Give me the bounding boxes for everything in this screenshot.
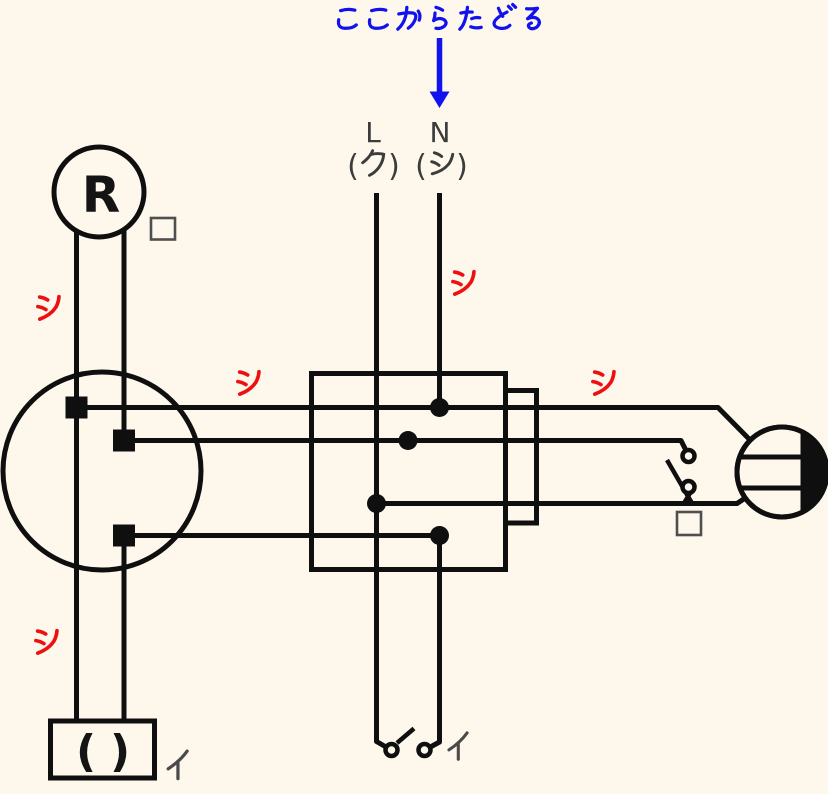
wire-dot4-to-switch-i — [428, 535, 442, 750]
l-kana-close-paren: ) — [388, 149, 400, 184]
junction-dots — [367, 398, 449, 545]
label-ro-lamp — [149, 216, 177, 241]
lamp-receptacle-letter: R — [82, 166, 121, 224]
wire-neutral-to-outlet — [76, 405, 755, 445]
n-kana-close-paren: ) — [456, 149, 468, 184]
outlet-symbol — [734, 424, 828, 520]
arrow-down-icon — [429, 38, 450, 108]
connection-dot — [430, 526, 449, 545]
label-ro-switch — [675, 510, 703, 537]
source-labels: L N ( ) ( ) — [347, 116, 468, 184]
l-kana-open-paren: ( — [347, 149, 359, 184]
switch-ro-symbol — [665, 447, 697, 507]
switch-i-symbol — [383, 726, 433, 759]
connection-dot — [430, 398, 449, 417]
junction-squares — [65, 396, 135, 547]
n-kana-open-paren: ( — [415, 149, 427, 184]
neutral-n-label: N — [430, 116, 451, 149]
connection-square — [113, 429, 135, 452]
ceiling-light-open-paren: ( — [76, 726, 96, 777]
connection-square — [65, 396, 88, 419]
connection-dot — [367, 494, 386, 513]
connection-dot — [398, 431, 418, 450]
conduit-connector-box — [503, 388, 539, 526]
junction-box-circle — [0, 369, 204, 573]
line-l-label: L — [365, 116, 381, 149]
lamp-receptacle-symbol: R — [51, 144, 147, 240]
ceiling-light-symbol: ( ) — [48, 718, 157, 781]
connection-square — [113, 524, 135, 547]
ceiling-light-close-paren: ) — [110, 726, 130, 777]
